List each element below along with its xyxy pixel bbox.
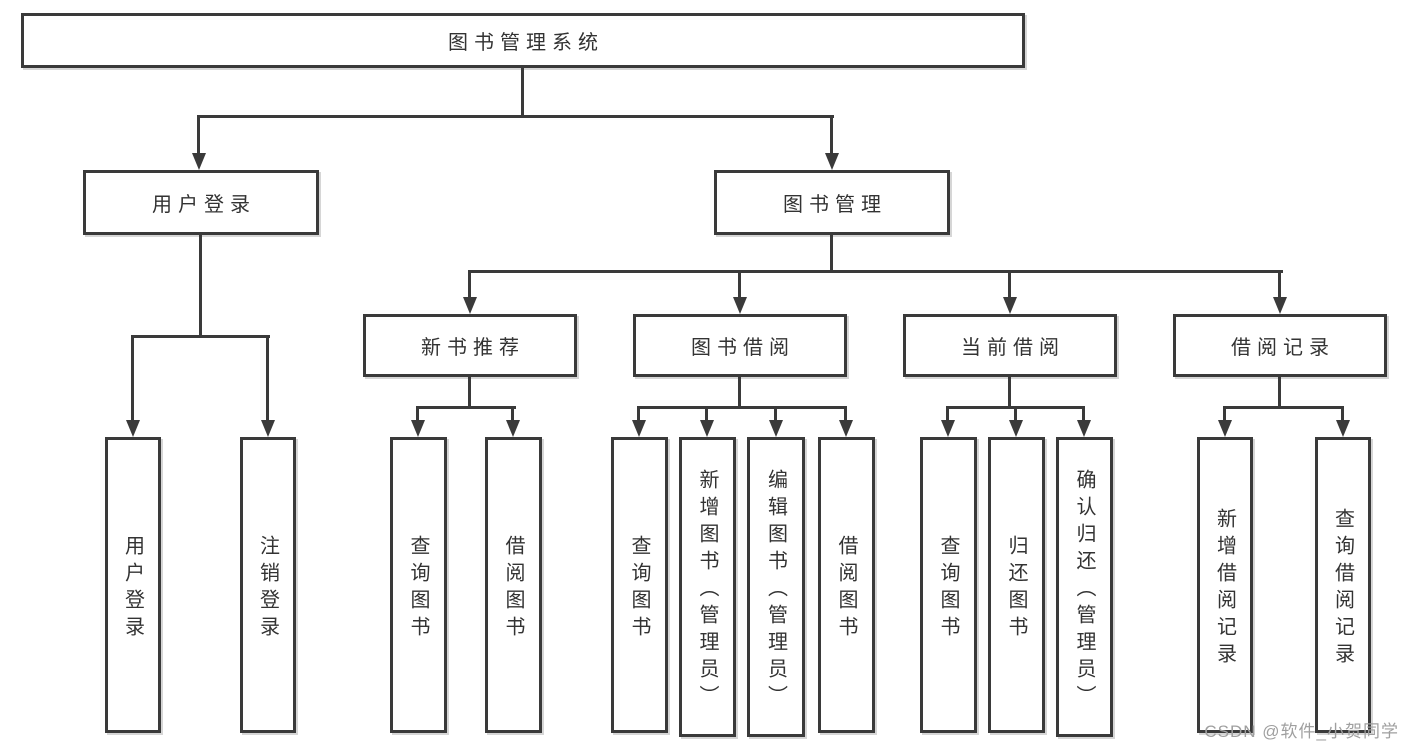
leaf-label: 查询图书 — [407, 534, 429, 643]
leaf-label: 用户登录 — [121, 534, 144, 643]
leaf-add-borrow-record: 新增借阅记录 — [1197, 437, 1253, 733]
arrow-down-icon — [825, 153, 839, 170]
leaf-query-books-recommend: 查询图书 — [390, 437, 447, 733]
leaf-borrow-books: 借阅图书 — [818, 437, 875, 733]
leaf-label: 确认归还（管理员） — [1073, 469, 1095, 712]
arrow-down-icon — [733, 297, 747, 314]
node-book-management: 图书管理 — [714, 170, 950, 235]
leaf-query-books-current: 查询图书 — [920, 437, 977, 733]
node-label: 用户登录 — [152, 194, 256, 216]
node-current-borrow: 当前借阅 — [903, 314, 1117, 377]
connector-current-borrow-trunk — [1008, 377, 1011, 408]
arrow-down-icon — [1077, 420, 1091, 437]
connector-borrow-records-bar — [1223, 406, 1344, 409]
leaf-label: 归还图书 — [1005, 534, 1027, 643]
connector-drop-line — [946, 406, 949, 422]
arrow-down-icon — [941, 420, 955, 437]
arrow-down-icon — [632, 420, 646, 437]
arrow-down-icon — [839, 420, 853, 437]
connector-drop-line — [774, 406, 777, 422]
node-label: 图书借阅 — [691, 337, 795, 359]
leaf-query-borrow-record: 查询借阅记录 — [1315, 437, 1371, 733]
leaf-label: 借阅图书 — [835, 534, 857, 643]
leaf-label: 注销登录 — [256, 534, 279, 643]
leaf-logout: 注销登录 — [240, 437, 296, 733]
leaf-confirm-return-admin: 确认归还（管理员） — [1056, 437, 1113, 737]
node-user-login: 用户登录 — [83, 170, 319, 235]
leaf-user-login: 用户登录 — [105, 437, 161, 733]
leaf-edit-book-admin: 编辑图书（管理员） — [747, 437, 805, 737]
connector-drop-line — [1278, 270, 1281, 297]
connector-drop-line — [830, 115, 833, 153]
arrow-down-icon — [463, 297, 477, 314]
node-library-management-system: 图书管理系统 — [21, 13, 1025, 68]
connector-book-borrow-bar — [637, 406, 847, 409]
connector-drop-line — [197, 115, 200, 153]
arrow-down-icon — [1218, 420, 1232, 437]
arrow-down-icon — [1009, 420, 1023, 437]
connector-root-trunk — [521, 68, 524, 116]
node-label: 图书管理 — [783, 194, 887, 216]
connector-borrow-records-trunk — [1278, 377, 1281, 408]
arrow-down-icon — [1336, 420, 1350, 437]
node-borrow-records: 借阅记录 — [1173, 314, 1387, 377]
connector-drop-line — [416, 406, 419, 422]
connector-book-mgmt-trunk — [830, 235, 833, 272]
connector-drop-line — [844, 406, 847, 422]
arrow-down-icon — [1003, 297, 1017, 314]
connector-drop-line — [738, 270, 741, 297]
connector-drop-line — [705, 406, 708, 422]
leaf-borrow-books-recommend: 借阅图书 — [485, 437, 542, 733]
leaf-query-books-borrow: 查询图书 — [611, 437, 668, 733]
leaf-label: 查询图书 — [937, 534, 959, 643]
leaf-label: 新增借阅记录 — [1213, 507, 1236, 670]
arrow-down-icon — [261, 420, 275, 437]
connector-drop-line — [266, 335, 269, 420]
leaf-add-book-admin: 新增图书（管理员） — [679, 437, 736, 737]
arrow-down-icon — [700, 420, 714, 437]
arrow-down-icon — [192, 153, 206, 170]
connector-drop-line — [131, 335, 134, 420]
connector-drop-line — [1008, 270, 1011, 297]
connector-new-book-trunk — [468, 377, 471, 408]
arrow-down-icon — [126, 420, 140, 437]
node-label: 借阅记录 — [1231, 337, 1335, 359]
leaf-label: 借阅图书 — [502, 534, 524, 643]
leaf-label: 编辑图书（管理员） — [764, 469, 787, 712]
connector-user-login-bar — [131, 335, 270, 338]
node-label: 图书管理系统 — [448, 32, 604, 54]
connector-book-mgmt-bar — [468, 270, 1283, 273]
arrow-down-icon — [769, 420, 783, 437]
connector-drop-line — [1014, 406, 1017, 422]
node-label: 当前借阅 — [961, 337, 1065, 359]
leaf-return-book: 归还图书 — [988, 437, 1045, 733]
csdn-watermark: CSDN @软件_小贺同学 — [1204, 722, 1399, 741]
leaf-label: 查询借阅记录 — [1331, 507, 1354, 670]
leaf-label: 查询图书 — [628, 534, 650, 643]
connector-root-bar — [198, 115, 834, 118]
leaf-label: 新增图书（管理员） — [696, 469, 718, 712]
arrow-down-icon — [1273, 297, 1287, 314]
connector-drop-line — [1341, 406, 1344, 422]
connector-drop-line — [637, 406, 640, 422]
node-book-borrow: 图书借阅 — [633, 314, 847, 377]
connector-user-login-trunk — [199, 235, 202, 337]
connector-drop-line — [468, 270, 471, 297]
node-new-book-recommend: 新书推荐 — [363, 314, 577, 377]
connector-drop-line — [511, 406, 514, 422]
connector-book-borrow-trunk — [738, 377, 741, 408]
connector-drop-line — [1223, 406, 1226, 422]
arrow-down-icon — [411, 420, 425, 437]
node-label: 新书推荐 — [421, 337, 525, 359]
arrow-down-icon — [506, 420, 520, 437]
connector-new-book-bar — [416, 406, 516, 409]
connector-drop-line — [1082, 406, 1085, 422]
